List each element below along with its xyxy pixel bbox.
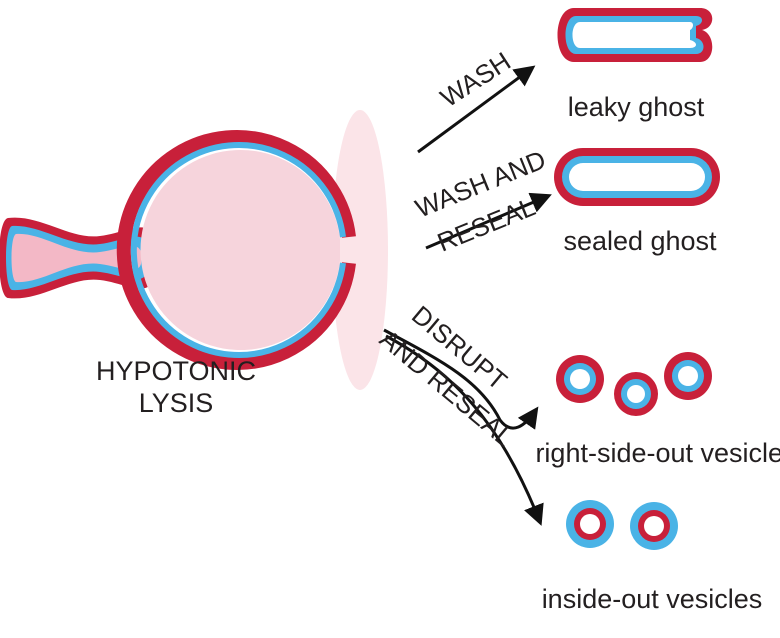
sealed-ghost-icon [554,148,720,206]
right-side-out-vesicle-icon [614,372,658,416]
right-side-out-vesicle-icon [664,352,712,400]
disrupt-arrow-inside-out [385,334,544,526]
leaky-ghost-icon [557,8,713,62]
wash-arrow [417,65,536,154]
hypotonic-lysis-label-line1: HYPOTONIC [96,356,256,386]
inside-out-vesicle-icon [630,502,678,550]
wash-label: WASH [435,46,516,113]
hypotonic-lysis-label-line2: LYSIS [139,388,214,418]
leaky-ghost-label: leaky ghost [568,92,705,122]
wash-reseal-arrow [425,192,552,250]
released-contents-halo [332,110,388,390]
right-side-out-vesicles-label: right-side-out vesicles [535,438,780,468]
inside-out-vesicles-label: inside-out vesicles [542,584,763,614]
right-side-out-vesicle-icon [556,355,604,403]
erythrocyte-icon [0,217,156,299]
lysed-cell-icon [116,130,356,370]
disrupt-arrow-right-side-out [383,328,539,430]
inside-out-vesicle-icon [566,500,614,548]
sealed-ghost-label: sealed ghost [563,226,717,256]
